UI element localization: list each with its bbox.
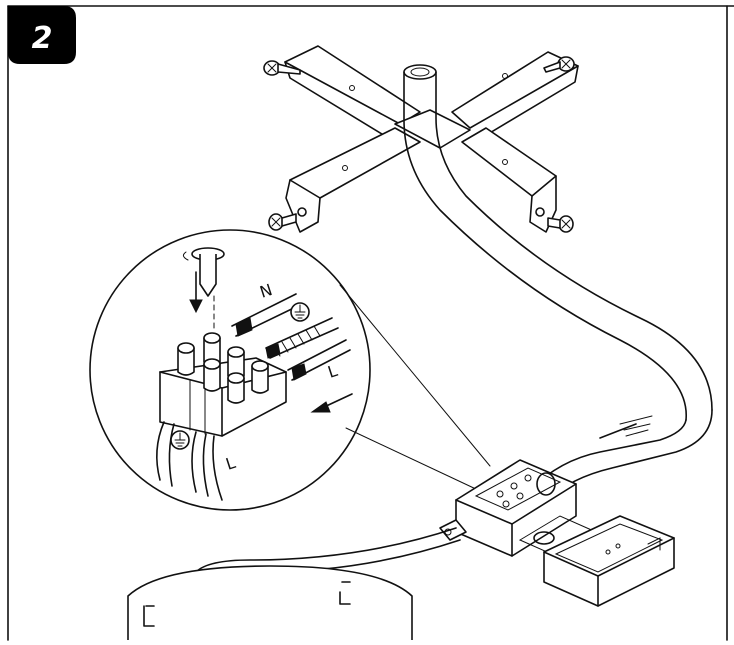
terminal-block [156,332,287,501]
screw-bottom-left [268,213,297,231]
detail-magnifier [89,229,491,511]
step-number: 2 [32,21,53,56]
earth-symbol-upper-icon [290,302,310,322]
canopy [127,565,413,640]
step-badge: 2 [8,6,76,64]
earth-symbol-lower-icon [170,430,190,450]
wire-earth [265,317,339,359]
screw-bottom-right [547,215,574,233]
suspension-pipe [403,64,713,421]
screw-top-right [543,56,575,73]
down-arrow [189,271,203,314]
screwdriver [182,247,225,331]
screw-top-left [263,60,301,76]
page-frame [7,5,734,641]
junction-box [439,459,598,557]
insert-arrow [310,393,353,413]
terminal-cylinders [177,332,269,404]
wire-live [287,339,351,381]
label-neutral: N [257,280,274,302]
junction-box-lid [543,515,675,607]
